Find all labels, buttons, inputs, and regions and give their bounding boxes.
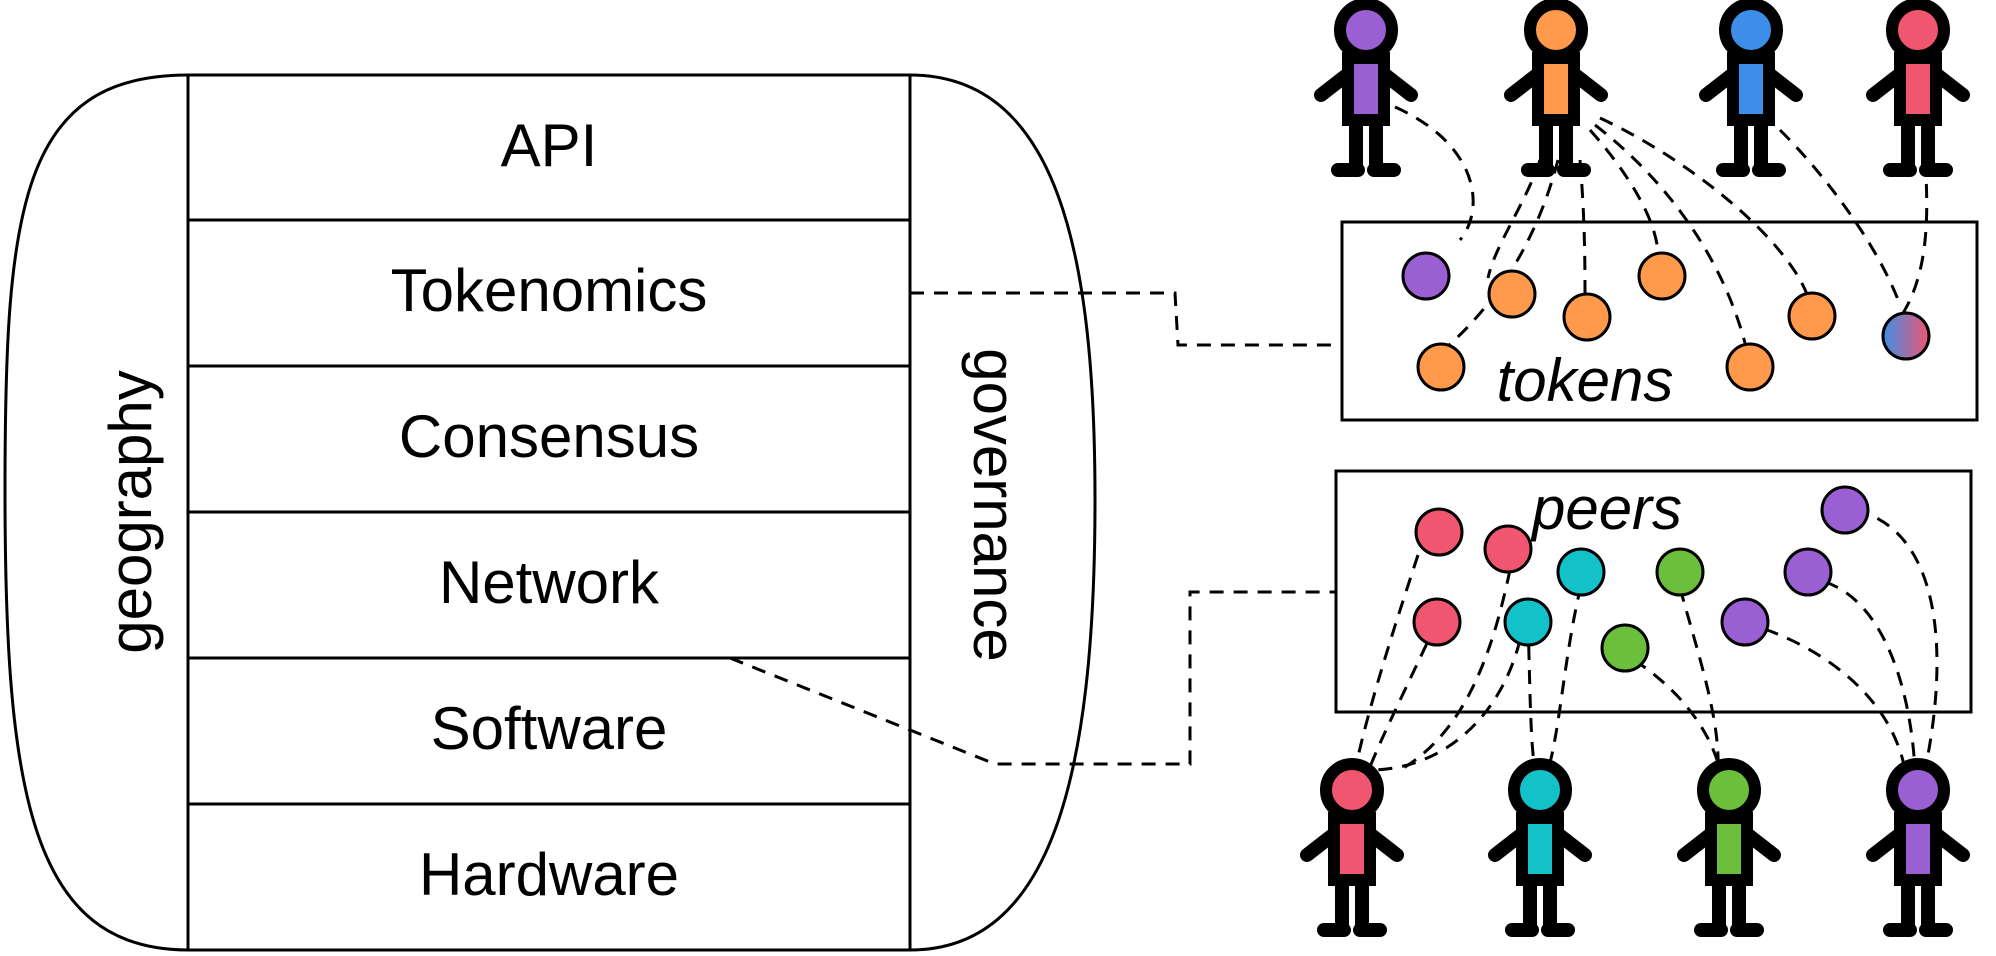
token-orange	[1487, 269, 1537, 319]
token-circles	[1401, 251, 1931, 392]
protocol-stack: API Tokenomics Consensus Network Softwar…	[186, 73, 912, 952]
peer-green	[1655, 547, 1705, 597]
governance-bracket	[909, 73, 1097, 952]
peer-red	[1414, 507, 1464, 557]
person-icon	[1300, 758, 1404, 937]
geography-label: geography	[97, 370, 164, 654]
peers-box	[1334, 469, 1973, 714]
governance-label: governance	[961, 348, 1028, 662]
peer-operators	[1300, 758, 1970, 937]
peers-box-label: peers	[1530, 475, 1682, 542]
layer-hardware	[186, 802, 912, 952]
tokenomics-connector	[910, 291, 1340, 347]
geography-bracket	[3, 73, 189, 952]
token-orange	[1637, 251, 1687, 301]
layer-api-label: API	[501, 112, 598, 179]
person-icon	[1314, 0, 1418, 177]
person-icon	[1866, 758, 1970, 937]
peer-teal	[1556, 547, 1606, 597]
peer-circles	[1412, 485, 1870, 673]
layer-consensus-label: Consensus	[399, 403, 699, 470]
peer-red	[1412, 597, 1462, 647]
peer-links	[1353, 508, 1939, 773]
token-purple	[1401, 251, 1451, 301]
peer-purple	[1720, 597, 1770, 647]
person-icon	[1866, 0, 1970, 177]
token-mixed	[1881, 311, 1931, 361]
token-orange	[1562, 292, 1612, 342]
tokens-box	[1340, 220, 1979, 422]
token-orange	[1416, 342, 1466, 392]
person-icon	[1488, 758, 1592, 937]
peer-green	[1600, 623, 1650, 673]
token-holders	[1314, 0, 1970, 177]
token-orange	[1725, 342, 1775, 392]
layer-network-label: Network	[439, 549, 660, 616]
person-icon	[1677, 758, 1781, 937]
peer-teal	[1503, 597, 1553, 647]
layer-software-label: Software	[431, 695, 668, 762]
layer-hardware-label: Hardware	[419, 841, 679, 908]
tokens-box-label: tokens	[1497, 347, 1674, 414]
token-orange	[1787, 291, 1837, 341]
person-icon	[1504, 0, 1608, 177]
token-links	[1394, 105, 1929, 355]
person-icon	[1699, 0, 1803, 177]
peer-purple	[1783, 547, 1833, 597]
layer-tokenomics-label: Tokenomics	[391, 257, 708, 324]
software-connector	[729, 590, 1335, 766]
peer-red	[1483, 524, 1533, 574]
peer-purple	[1820, 485, 1870, 535]
